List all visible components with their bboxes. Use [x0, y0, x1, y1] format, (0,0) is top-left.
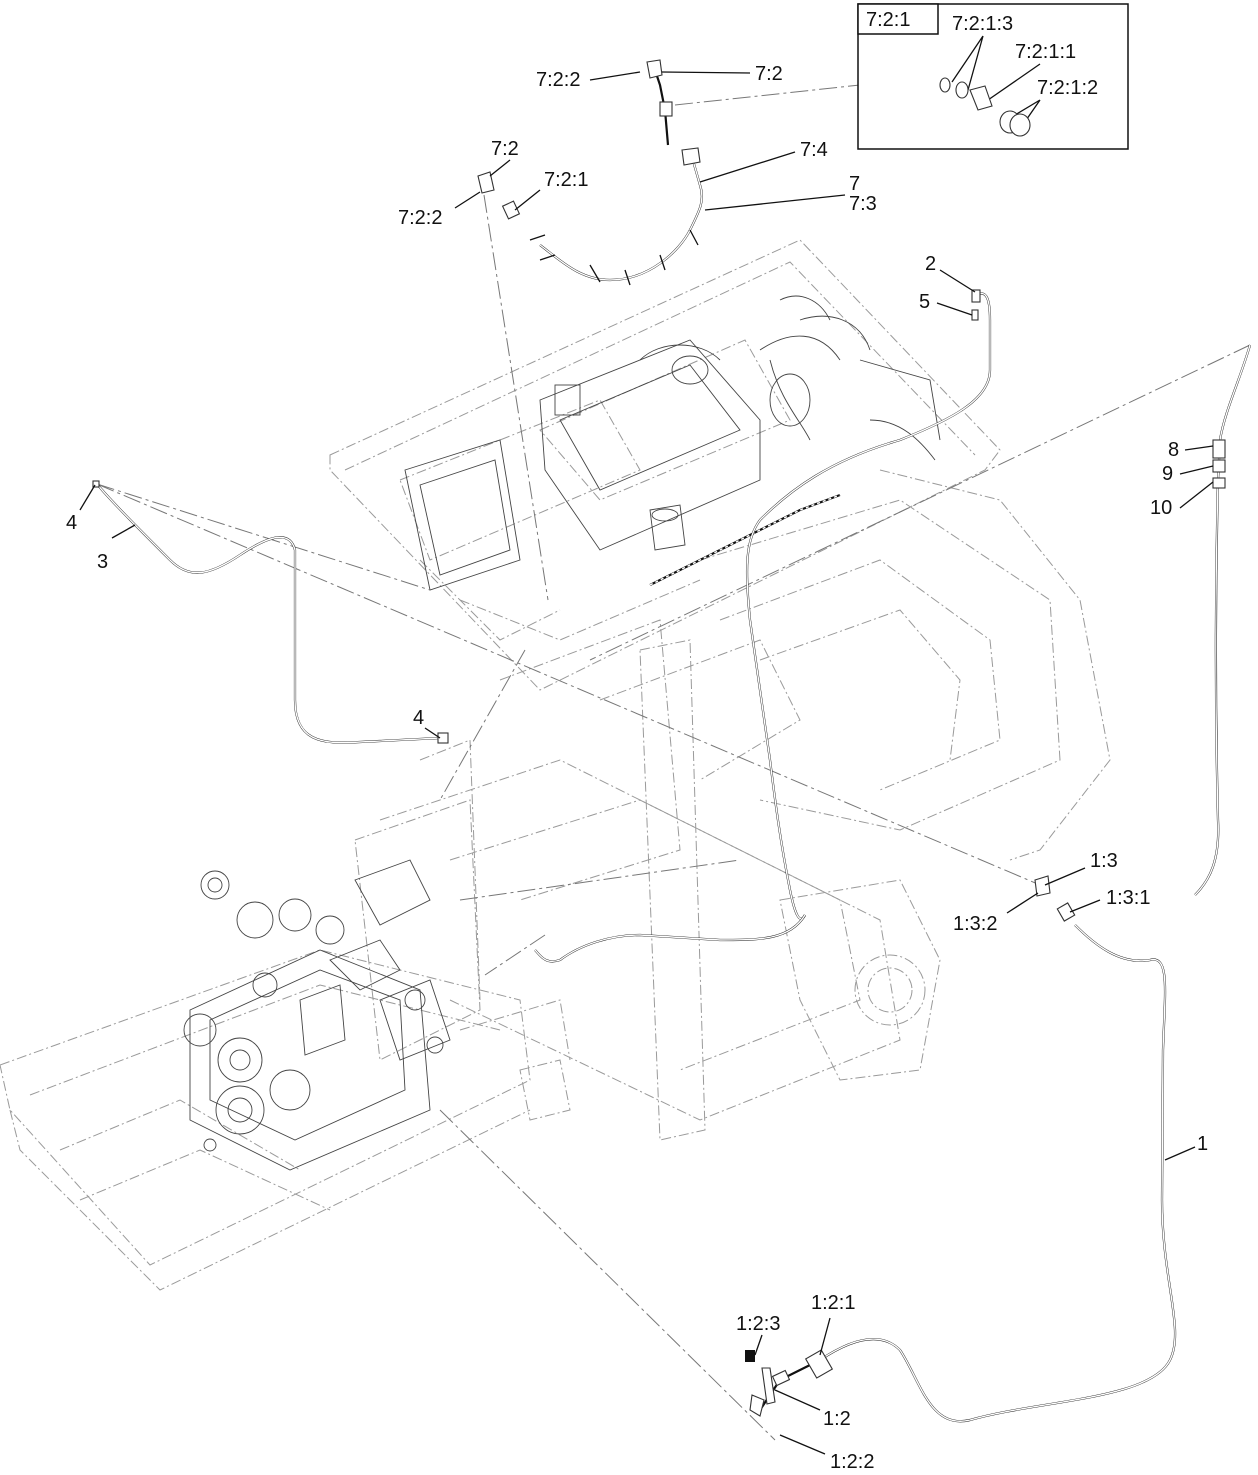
callout-1-2: 1:2	[823, 1408, 851, 1430]
callout-7-2-top: 7:2	[755, 63, 783, 85]
callout-10: 10	[1150, 497, 1172, 519]
callout-7-2-2-left: 7:2:2	[398, 207, 442, 229]
callout-1-3-1: 1:3:1	[1106, 887, 1150, 909]
callout-7-3: 7:3	[849, 193, 877, 215]
callout-7-2-2-top: 7:2:2	[536, 69, 580, 91]
callout-4-mid: 4	[413, 707, 424, 729]
inset-label-7-2-1-1: 7:2:1:1	[1015, 41, 1076, 63]
callout-2: 2	[925, 253, 936, 275]
leader-lines	[79, 71, 1214, 1455]
hoses	[96, 69, 1252, 1423]
wiring-harness	[649, 493, 841, 586]
callout-5: 5	[919, 291, 930, 313]
callout-1-2-1: 1:2:1	[811, 1292, 855, 1314]
inset-label-7-2-1-3: 7:2:1:3	[952, 13, 1013, 35]
callout-1: 1	[1197, 1133, 1208, 1155]
inset-label-7-2-1-2: 7:2:1:2	[1037, 77, 1098, 99]
machine-frame	[0, 239, 1111, 1291]
callout-7-2-left: 7:2	[491, 138, 519, 160]
callout-1-3-2: 1:3:2	[953, 913, 997, 935]
inset-title: 7:2:1	[866, 9, 910, 31]
adapter-fitting	[969, 85, 993, 111]
clamp-right	[1009, 113, 1031, 137]
callout-1-3: 1:3	[1090, 850, 1118, 872]
detail-inset-7-2-1: 7:2:1 7:2:1:3 7:2:1:1 7:2:1:2	[857, 3, 1129, 150]
fittings	[92, 59, 1226, 1417]
upper-engine-components	[404, 295, 941, 591]
callout-7-4: 7:4	[800, 139, 828, 161]
callout-4-top: 4	[66, 512, 77, 534]
routing-lines	[96, 84, 1251, 1441]
engine-assembly	[183, 859, 451, 1171]
callout-1-2-2: 1:2:2	[830, 1451, 874, 1473]
callout-7-2-1: 7:2:1	[544, 169, 588, 191]
o-ring-small	[939, 77, 951, 93]
callout-7: 7	[849, 173, 860, 195]
callout-8: 8	[1168, 439, 1179, 461]
callout-9: 9	[1162, 463, 1173, 485]
callouts: 7:2:2 7:2 7:2 7:2:1 7:2:2 7:4 7 7:3 2 5 …	[66, 63, 1208, 1473]
callout-3: 3	[97, 551, 108, 573]
callout-1-2-3: 1:2:3	[736, 1313, 780, 1335]
o-ring-large	[955, 81, 969, 99]
